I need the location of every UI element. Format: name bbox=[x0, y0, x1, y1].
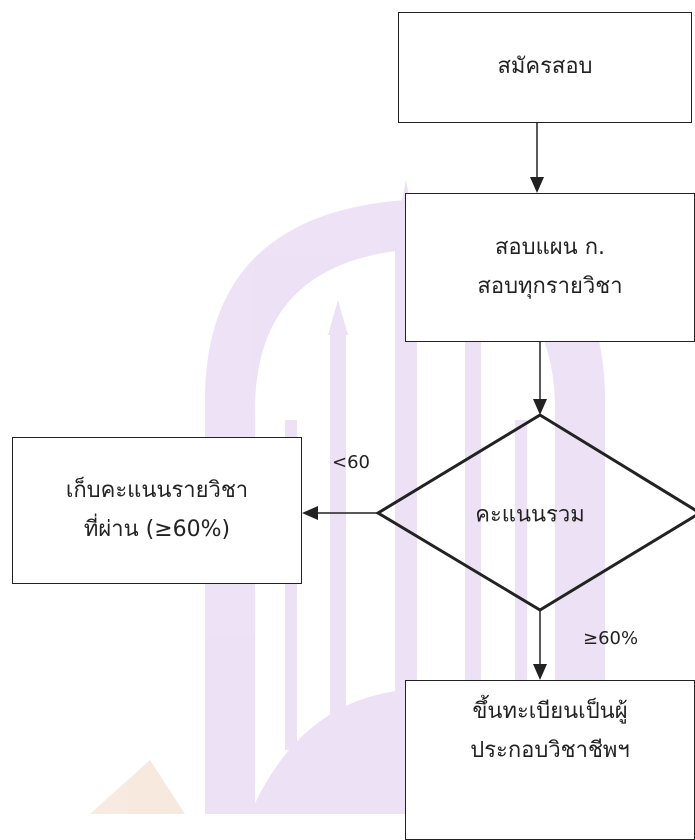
node-register-line1: ขึ้นทะเบียนเป็นผู้ bbox=[472, 699, 628, 724]
node-apply: สมัครสอบ bbox=[398, 12, 692, 123]
decision-diamond bbox=[375, 413, 695, 612]
arrowhead-to-register bbox=[533, 664, 547, 680]
arrowhead-to-decision bbox=[533, 399, 547, 415]
node-keep-line2: ที่ผ่าน (≥60%) bbox=[83, 516, 231, 542]
node-exam-line2: สอบทุกรายวิชา bbox=[477, 273, 623, 299]
arrowhead-to-keep bbox=[302, 506, 318, 520]
node-exam-line1: สอบแผน ก. bbox=[494, 235, 606, 260]
node-apply-label: สมัครสอบ bbox=[497, 54, 593, 80]
arrowhead-to-exam bbox=[530, 177, 544, 193]
node-register-line2: ประกอบวิชาชีพฯ bbox=[470, 737, 630, 763]
node-keep-line1: เก็บคะแนนรายวิชา bbox=[65, 478, 249, 503]
edge-label-fail: <60 bbox=[332, 452, 370, 473]
decision-label: คะแนนรวม bbox=[475, 502, 585, 528]
node-keep-scores: เก็บคะแนนรายวิชา ที่ผ่าน (≥60%) bbox=[12, 437, 302, 584]
node-exam: สอบแผน ก. สอบทุกรายวิชา bbox=[405, 193, 695, 342]
edge-label-pass: ≥60% bbox=[583, 628, 639, 649]
node-register: ขึ้นทะเบียนเป็นผู้ ประกอบวิชาชีพฯ bbox=[405, 680, 695, 840]
